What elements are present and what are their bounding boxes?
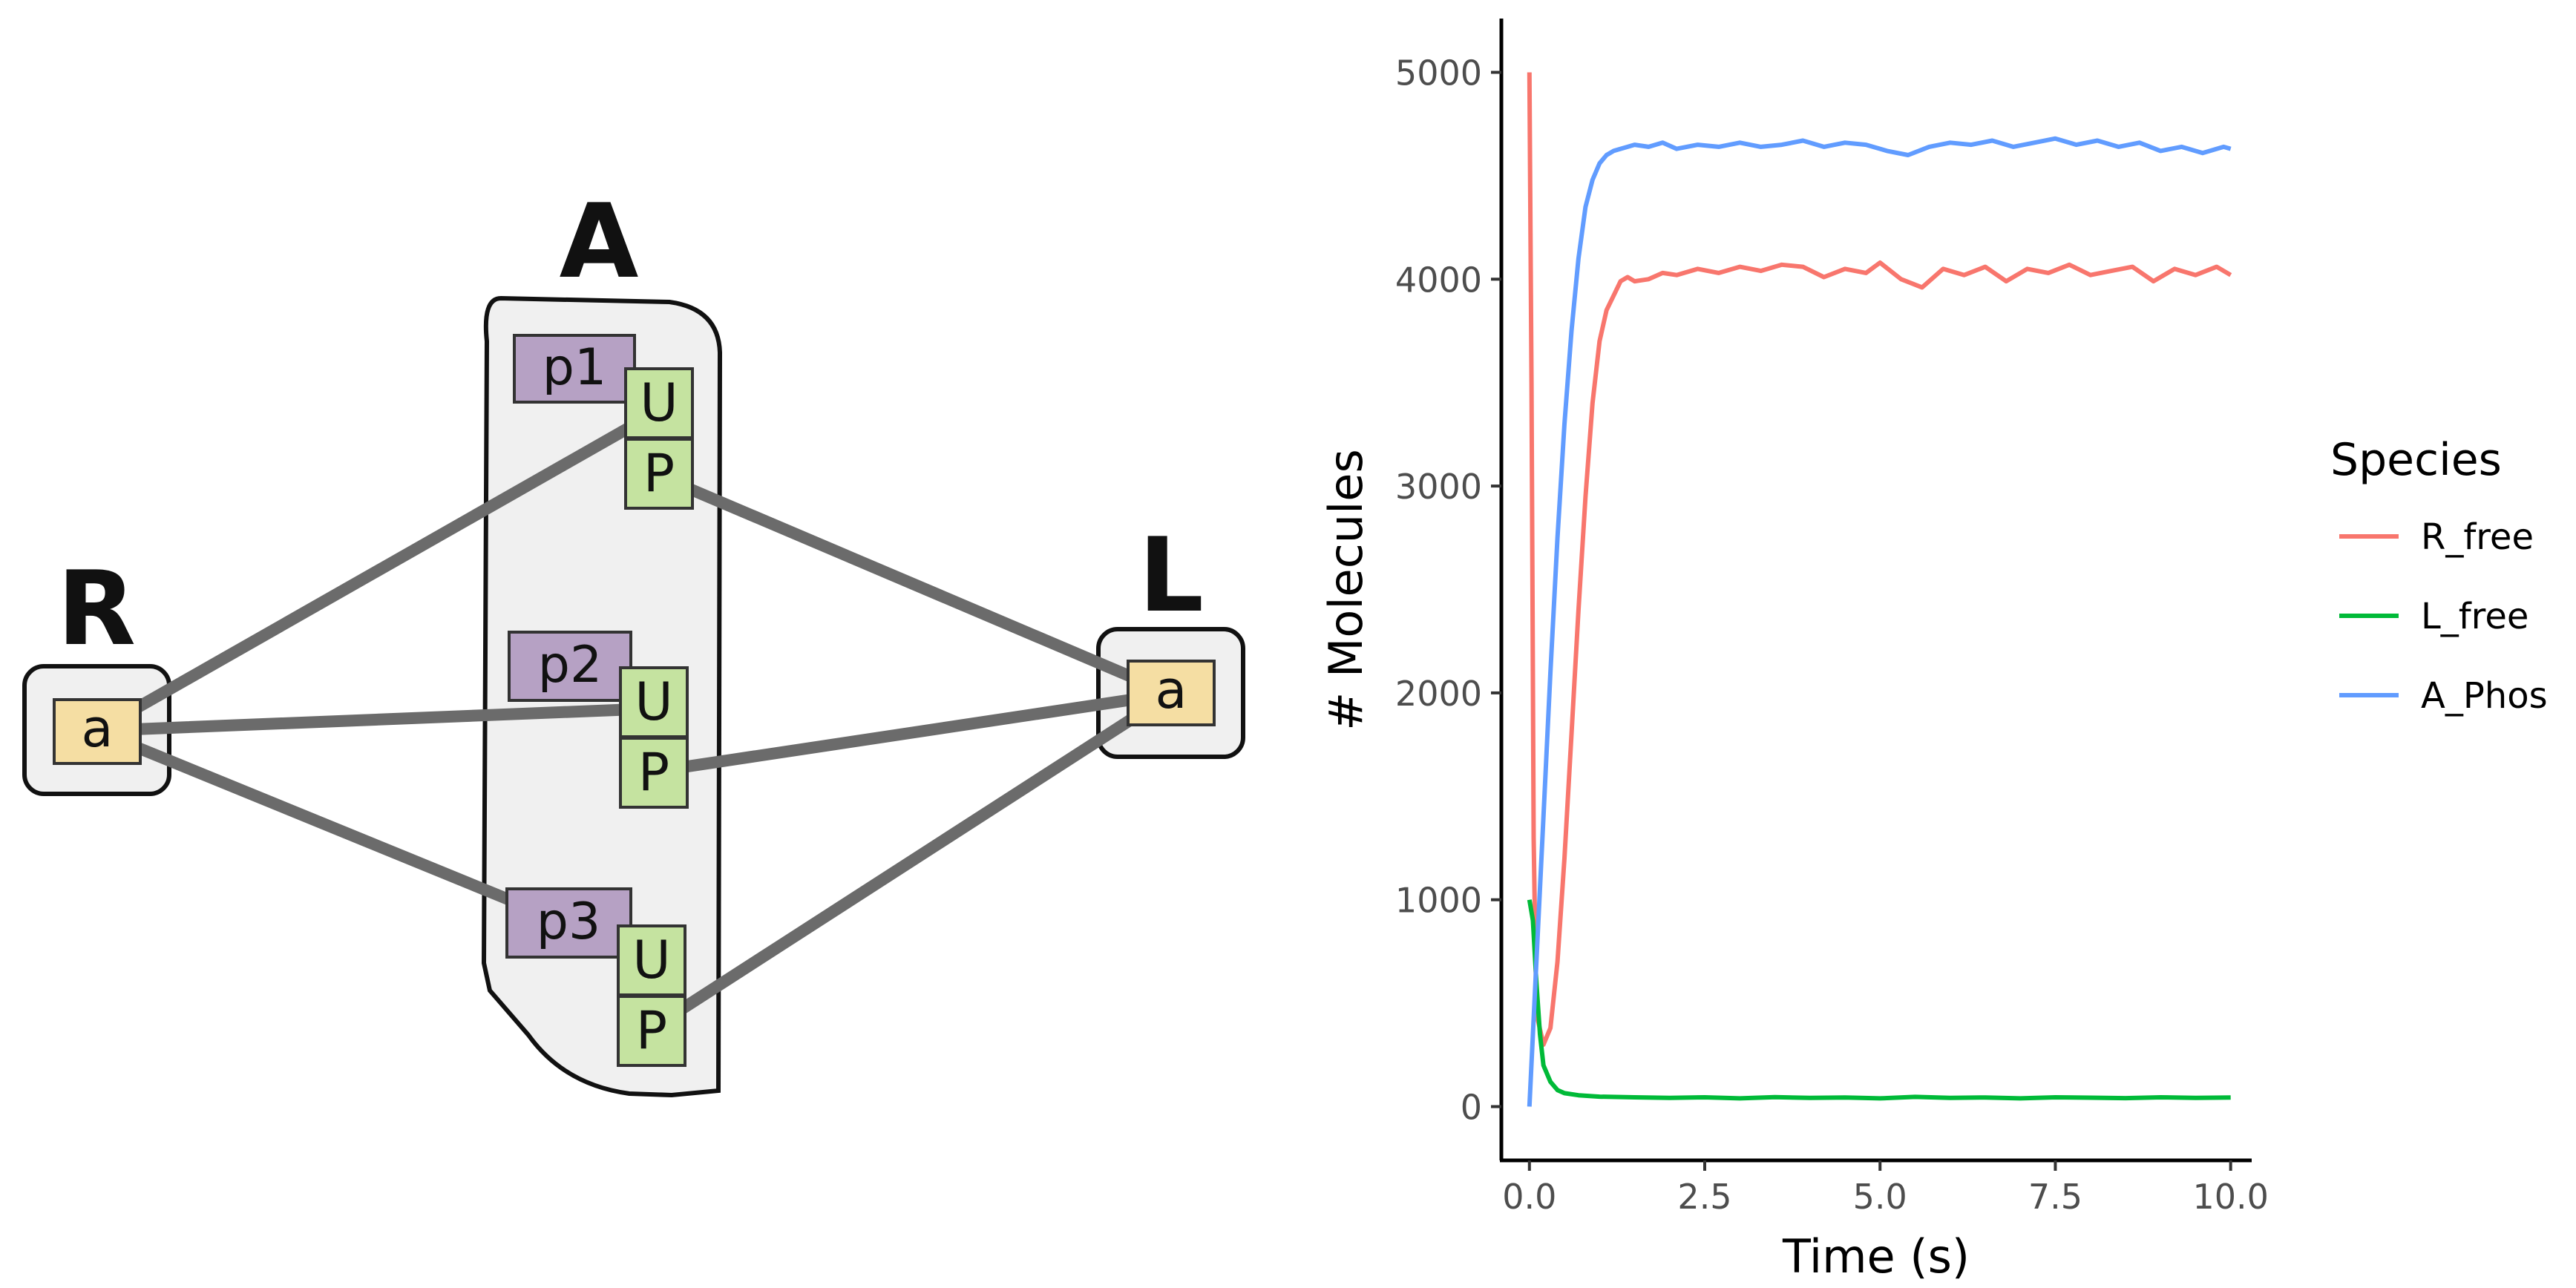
- x-tick-label: 2.5: [1677, 1177, 1731, 1217]
- state-p2-u-label: U: [635, 671, 672, 732]
- state-p3-p: P: [617, 995, 686, 1067]
- bond-r-a-p1-u: [91, 408, 659, 737]
- state-p2-p: P: [619, 737, 689, 809]
- series-line-l-free: [1527, 899, 2231, 1101]
- y-tick-label: 4000: [1395, 260, 1482, 300]
- site-l-a-label: a: [1156, 660, 1187, 720]
- bond-l-a-p1-p: [647, 467, 1177, 700]
- legend-label-a-phos: A_Phos: [2421, 675, 2548, 717]
- component-p3-label: p3: [537, 893, 600, 951]
- y-tick-label: 2000: [1395, 674, 1482, 714]
- state-p1-p-label: P: [643, 443, 675, 504]
- site-l-a: a: [1127, 660, 1216, 726]
- bond-l-a-p2-p: [647, 688, 1177, 778]
- state-p3-u: U: [617, 924, 686, 996]
- component-p1: p1: [513, 334, 636, 404]
- molecule-a-label: A: [560, 182, 639, 301]
- chart-panel: 0 1000 2000 3000 4000 5000 0.0 2.5 5.0 7.5 10.0 T…: [1319, 19, 2269, 1284]
- molecule-l-label: L: [1138, 516, 1204, 635]
- x-tick-label: 0.0: [1502, 1177, 1556, 1217]
- legend-label-l-free: L_free: [2421, 596, 2529, 637]
- y-tick-label: 5000: [1395, 53, 1482, 93]
- y-axis-title: # Molecules: [1319, 449, 1373, 731]
- state-p1-u-label: U: [640, 372, 678, 433]
- component-p1-label: p1: [543, 338, 606, 397]
- state-p2-p-label: P: [638, 742, 669, 803]
- series-line-r-free: [1527, 72, 2232, 1047]
- state-p1-p: P: [624, 438, 694, 510]
- molecule-diagram: R A L a a p1 U P p2: [22, 182, 1245, 1098]
- x-axis-title: Time (s): [1782, 1229, 1970, 1284]
- state-p1-u: U: [624, 367, 694, 439]
- site-r-a: a: [53, 698, 142, 765]
- bond-r-a-p2-u: [91, 703, 659, 737]
- component-p3: p3: [505, 887, 632, 959]
- x-tick-label: 5.0: [1853, 1177, 1907, 1217]
- y-tick-label: 0: [1461, 1088, 1482, 1128]
- x-tick-label: 7.5: [2028, 1177, 2082, 1217]
- component-p2-label: p2: [538, 636, 602, 694]
- state-p3-p-label: P: [636, 1000, 667, 1061]
- x-tick-label: 10.0: [2192, 1177, 2268, 1217]
- component-p2: p2: [508, 631, 632, 702]
- molecule-r-label: R: [57, 549, 136, 668]
- state-p3-u-label: U: [632, 930, 670, 990]
- legend-label-r-free: R_free: [2421, 516, 2534, 558]
- series-line-a-phos: [1527, 136, 2232, 1107]
- bond-l-a-p3-p: [647, 688, 1177, 1034]
- legend-title: Species: [2330, 434, 2502, 486]
- y-tick-label: 3000: [1395, 467, 1482, 507]
- site-r-a-label: a: [82, 698, 114, 759]
- state-p2-u: U: [619, 666, 689, 738]
- y-tick-label: 1000: [1395, 881, 1482, 921]
